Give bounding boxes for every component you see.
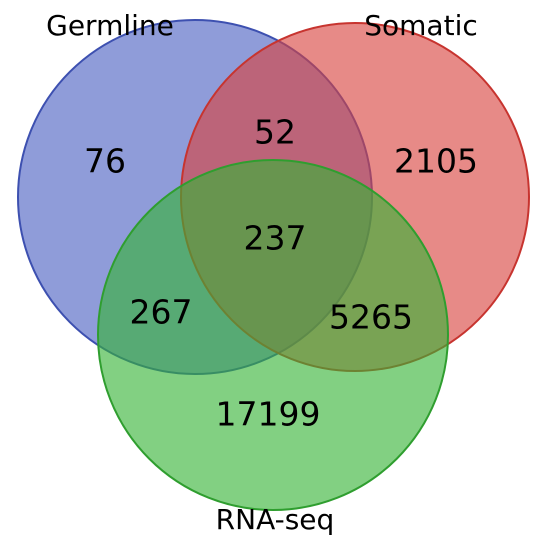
rnaseq-circle (97, 159, 449, 511)
region-counts: 76 52 2105 237 267 5265 17199 (84, 113, 478, 434)
germline-label: Germline (46, 9, 174, 42)
rnaseq-only-count: 17199 (216, 395, 321, 434)
rnaseq-label: RNA-seq (216, 503, 335, 536)
all-three-count: 237 (244, 219, 307, 258)
somatic-only-count: 2105 (394, 142, 478, 181)
set-labels: Germline Somatic RNA-seq (46, 9, 478, 536)
set-circles (17, 19, 530, 511)
germline-rnaseq-count: 267 (130, 293, 193, 332)
germline-only-count: 76 (84, 142, 126, 181)
somatic-rnaseq-count: 5265 (329, 298, 413, 337)
somatic-label: Somatic (364, 9, 478, 42)
germline-somatic-count: 52 (254, 113, 296, 152)
